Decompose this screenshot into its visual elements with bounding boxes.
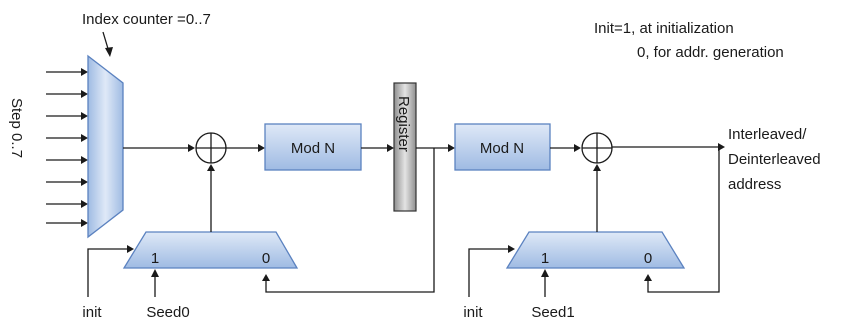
mux2-init-label: init <box>463 304 483 321</box>
register-label: Register <box>395 96 412 152</box>
mux1-input1-label: 1 <box>151 250 159 267</box>
output-label-line3: address <box>728 176 781 193</box>
step-input-arrows <box>46 68 88 227</box>
step-label: Step 0..7 <box>8 98 25 158</box>
adder-2 <box>581 132 613 164</box>
output-label-line1: Interleaved/ <box>728 126 807 143</box>
adder-1 <box>195 132 227 164</box>
mux1-seed-label: Seed0 <box>146 304 189 321</box>
seed-mux-2 <box>505 231 686 269</box>
mux2-seed-label: Seed1 <box>531 304 574 321</box>
register-block <box>393 82 417 212</box>
init-note-line1: Init=1, at initialization <box>594 20 734 37</box>
mod-n-2-label: Mod N <box>480 140 524 157</box>
mux2-input0-label: 0 <box>644 250 652 267</box>
mod-n-1-label: Mod N <box>291 140 335 157</box>
mod-n-block-1 <box>264 123 362 171</box>
mux1-input0-label: 0 <box>262 250 270 267</box>
mux1-init-label: init <box>82 304 102 321</box>
index-counter-label: Index counter =0..7 <box>82 11 211 28</box>
seed-mux-1 <box>122 231 299 269</box>
output-label-line2: Deinterleaved <box>728 151 821 168</box>
init-note-line2: 0, for addr. generation <box>637 44 784 61</box>
mod-n-block-2 <box>454 123 551 171</box>
mux2-input1-label: 1 <box>541 250 549 267</box>
step-mux <box>87 54 124 239</box>
